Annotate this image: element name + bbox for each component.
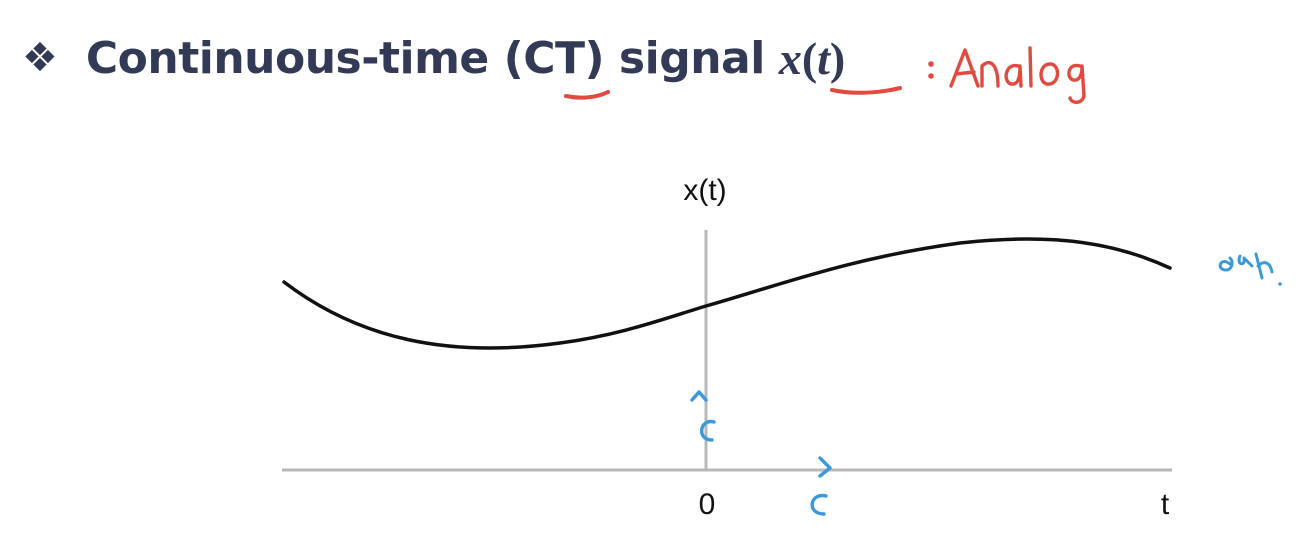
title-text: Continuous-time (CT) signal [85, 32, 765, 84]
title-math-expression: x(t) [779, 32, 845, 85]
y-axis-label: x(t) [683, 174, 726, 207]
title-math-close: ) [829, 32, 846, 84]
x-axis-label: t [1161, 488, 1170, 521]
signal-curve [282, 237, 1172, 350]
title-math-var: t [817, 32, 830, 84]
slide-title: ❖ Continuous-time (CT) signal x(t) [22, 18, 845, 98]
title-math-open: ( [801, 32, 818, 84]
origin-label: 0 [699, 488, 716, 521]
diamond-bullet-icon: ❖ [22, 35, 58, 81]
title-math-name: x [778, 32, 802, 84]
